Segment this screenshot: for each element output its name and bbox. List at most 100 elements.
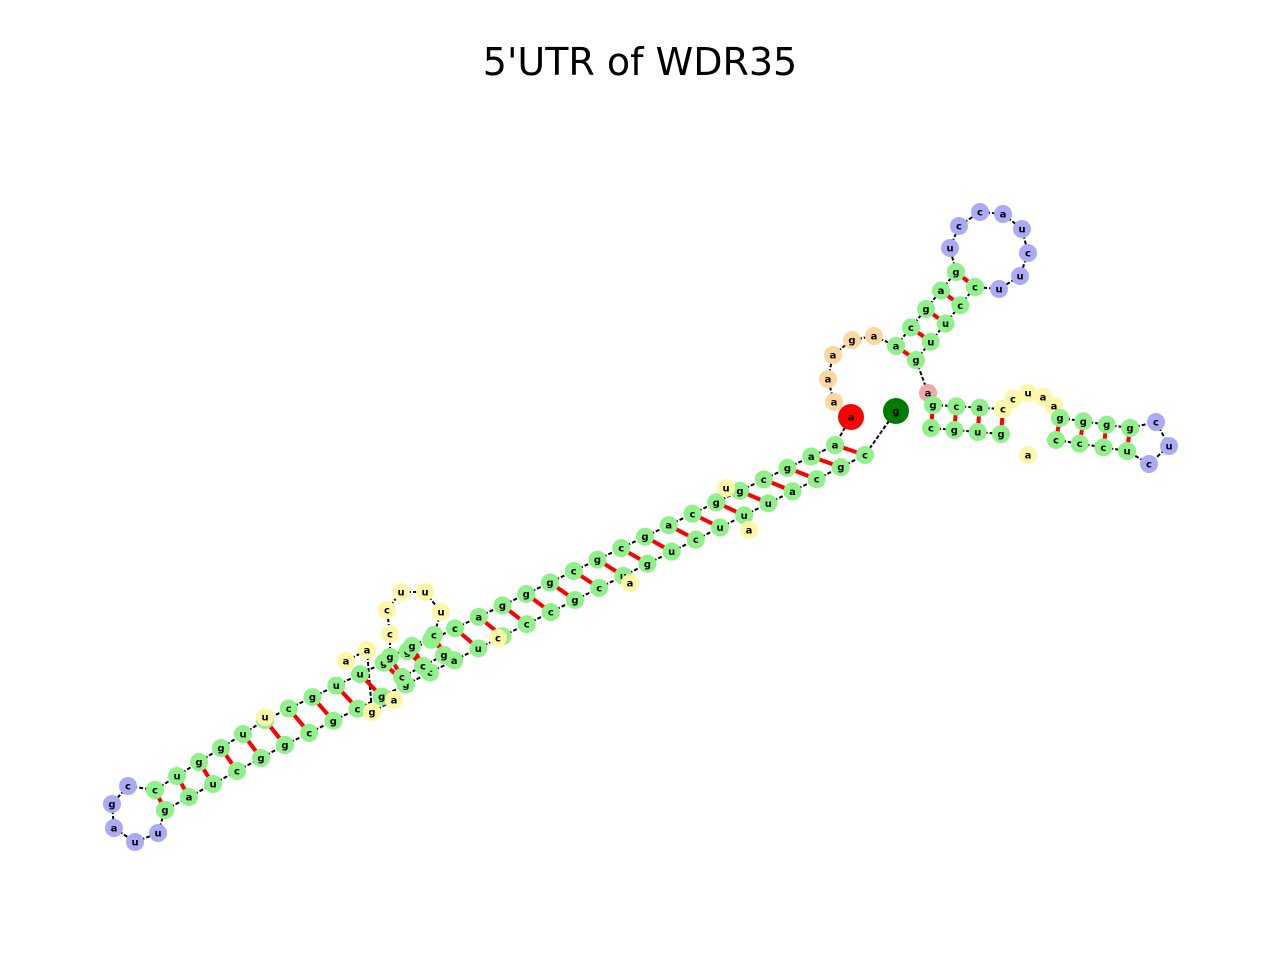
svg-text:g: g — [929, 401, 936, 412]
right-outer-stem-3p-nucleotide: c — [1094, 438, 1113, 457]
svg-text:u: u — [261, 713, 268, 724]
svg-text:c: c — [306, 728, 312, 739]
right-outer-stem-5p-nucleotide: g — [1051, 409, 1069, 427]
main-stem-bottom-nucleotide: u — [759, 494, 778, 513]
main-stem-bottom-backbone — [381, 683, 407, 698]
side-hairpin-nucleotide: u — [432, 603, 450, 621]
svg-text:a: a — [893, 342, 900, 353]
main-stem-top-nucleotide: c — [683, 504, 702, 523]
main-stem-bottom-backbone — [429, 659, 455, 674]
main-stem-top-nucleotide: a — [469, 607, 488, 626]
svg-text:u: u — [173, 772, 180, 783]
upper-stem-3p-nucleotide: g — [907, 351, 925, 369]
main-stem-bottom-backbone — [308, 719, 334, 734]
main-stem-bottom-nucleotide: c — [541, 603, 560, 622]
svg-text:g: g — [952, 268, 959, 279]
multiloop-nucleotide: a — [865, 327, 883, 345]
main-stem-bottom-backbone — [622, 562, 648, 577]
main-stem-bottom-nucleotide: u — [469, 639, 488, 658]
main-stem-bottom-nucleotide: c — [590, 578, 609, 597]
bulge-loop-nucleotide: g — [363, 703, 381, 721]
svg-text:u: u — [995, 285, 1002, 296]
main-stem-bottom-backbone — [332, 707, 358, 722]
svg-text:g: g — [784, 463, 791, 474]
right-stem-3p-nucleotide: g — [992, 425, 1010, 443]
svg-text:g: g — [1056, 414, 1063, 425]
svg-text:u: u — [154, 829, 161, 840]
svg-text:u: u — [1123, 447, 1130, 458]
lower-stem-top-nucleotide: g — [212, 739, 230, 757]
lower-stem-top-nucleotide: u — [234, 725, 252, 743]
svg-text:a: a — [665, 521, 672, 532]
svg-text:u: u — [397, 588, 404, 599]
lower-stem-bottom-nucleotide: u — [204, 775, 222, 793]
svg-text:c: c — [571, 567, 577, 578]
svg-text:c: c — [977, 208, 983, 219]
svg-text:a: a — [789, 487, 796, 498]
svg-text:c: c — [1146, 460, 1152, 471]
svg-text:c: c — [399, 673, 405, 684]
svg-text:c: c — [862, 451, 868, 462]
svg-text:a: a — [825, 375, 832, 386]
main-stem-bottom-nucleotide: g — [831, 458, 850, 477]
main-stem-bottom-backbone — [598, 574, 624, 589]
main-stem-bottom-backbone — [550, 599, 576, 613]
right-hairpin-backbone — [1148, 445, 1170, 465]
svg-text:c: c — [495, 634, 501, 645]
upper-stem-5p-nucleotide: a — [932, 281, 950, 300]
main-stem-bottom-backbone — [405, 671, 431, 686]
main-stem-bottom-nucleotide: c — [300, 723, 319, 742]
svg-text:u: u — [1165, 442, 1172, 453]
right-interior-top-nucleotide: u — [1019, 384, 1037, 402]
main-stem-bottom-backbone — [453, 647, 479, 662]
main-stem-bottom-backbone — [719, 514, 745, 529]
bottom-hairpin-nucleotide: c — [119, 777, 137, 795]
lower-stem-bottom-backbone — [236, 757, 262, 772]
main-stem-bottom-backbone — [767, 490, 793, 505]
svg-text:u: u — [1016, 272, 1023, 283]
svg-text:c: c — [1100, 443, 1106, 454]
svg-text:a: a — [111, 824, 118, 835]
right-hairpin-nucleotide: u — [1118, 442, 1136, 460]
right-outer-stem-5p-nucleotide: g — [1074, 412, 1093, 431]
main-stem-bottom-nucleotide: c — [348, 699, 367, 718]
svg-text:g: g — [997, 430, 1004, 441]
svg-text:g: g — [330, 716, 337, 727]
upper-stem-5p-nucleotide: g — [917, 300, 935, 318]
svg-text:g: g — [440, 651, 447, 662]
side-stem-b-nucleotide: g — [435, 646, 453, 664]
main-stem-bottom-backbone — [671, 538, 697, 553]
svg-text:g: g — [523, 589, 530, 600]
interior-loop-nucleotide: c — [489, 629, 507, 647]
svg-text:g: g — [257, 754, 264, 765]
svg-text:g: g — [848, 336, 855, 347]
bulge-loop-nucleotide: a — [337, 652, 355, 670]
svg-text:c: c — [1077, 439, 1083, 450]
main-stem-bottom-nucleotide: g — [566, 591, 584, 609]
bulge-loop-backbone — [366, 649, 373, 713]
right-hairpin-backbone — [1129, 421, 1157, 429]
svg-text:c: c — [693, 535, 699, 546]
svg-text:a: a — [475, 612, 482, 623]
svg-text:g: g — [1080, 417, 1087, 428]
svg-text:u: u — [333, 681, 340, 692]
svg-text:a: a — [451, 656, 458, 667]
right-hairpin-nucleotide: c — [1140, 455, 1158, 473]
main-stem-top-nucleotide: g — [303, 688, 322, 707]
svg-text:c: c — [957, 301, 963, 312]
right-interior-bottom: a — [1019, 446, 1037, 464]
svg-text:c: c — [384, 606, 390, 617]
svg-text:c: c — [125, 782, 131, 793]
svg-text:c: c — [524, 620, 530, 631]
svg-text:c: c — [953, 402, 959, 413]
svg-text:u: u — [239, 730, 246, 741]
right-stem-3p-nucleotide: g — [945, 421, 964, 439]
right-hairpin-nucleotide: g — [1121, 419, 1139, 437]
right-stem-3p-nucleotide: c — [922, 419, 940, 437]
right-hairpin-nucleotide: u — [1160, 437, 1178, 455]
upper-hairpin-nucleotide: c — [966, 278, 984, 296]
svg-text:u: u — [209, 780, 216, 791]
svg-text:g: g — [499, 601, 506, 612]
side-stem-b-nucleotide: c — [393, 668, 411, 686]
